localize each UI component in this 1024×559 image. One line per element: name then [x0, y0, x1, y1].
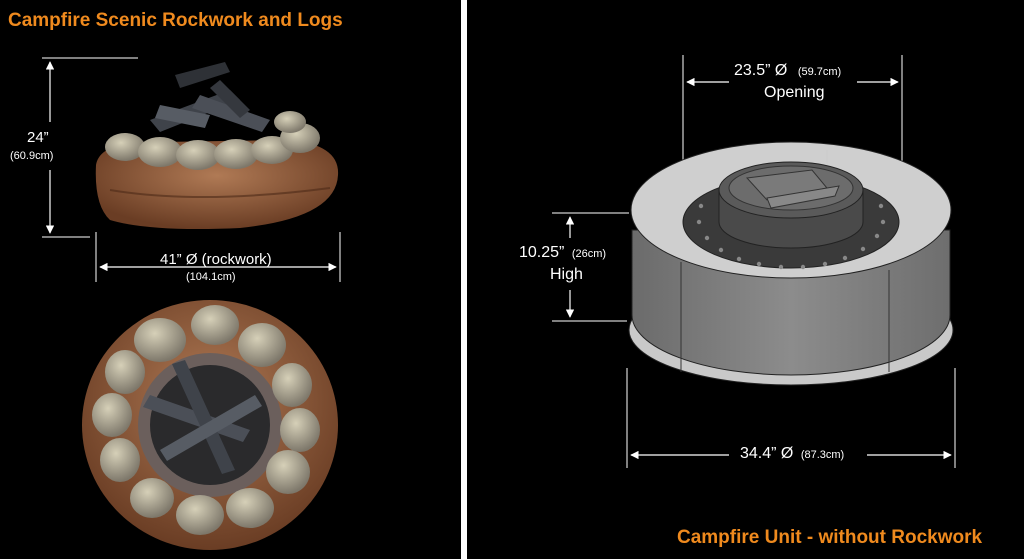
- left-height-dimension: [42, 57, 138, 238]
- left-width-metric: (104.1cm): [186, 271, 236, 283]
- left-height-metric: (60.9cm): [10, 150, 54, 162]
- unit-height-main: 10.25”: [519, 244, 565, 261]
- left-height-label: 24”: [27, 129, 49, 146]
- rockwork-side-view-image: [95, 62, 339, 229]
- rockwork-top-view-image: [82, 300, 338, 550]
- opening-main: 23.5” Ø: [734, 62, 788, 79]
- left-drawing: [42, 57, 341, 550]
- right-title: Campfire Unit - without Rockwork: [677, 527, 983, 548]
- left-title: Campfire Scenic Rockwork and Logs: [8, 10, 343, 31]
- left-width-label: 41” Ø (rockwork): [160, 251, 272, 268]
- unit-height-label: 10.25” (26cm): [519, 244, 606, 262]
- left-panel: Campfire Scenic Rockwork and Logs: [0, 0, 461, 559]
- unit-diameter-label: 34.4” Ø (87.3cm): [740, 445, 844, 463]
- unit-diameter-dimension: [626, 368, 956, 468]
- unit-height-dimension: [552, 212, 629, 322]
- panel-divider: [461, 0, 467, 559]
- unit-diameter-metric: (87.3cm): [800, 449, 845, 461]
- unit-diameter-main: 34.4” Ø: [740, 445, 794, 462]
- opening-label: Opening: [764, 84, 825, 101]
- unit-height-word: High: [550, 266, 583, 283]
- campfire-unit-image: [628, 141, 954, 386]
- unit-height-metric: (26cm): [571, 248, 607, 260]
- right-panel: 23.5” Ø (59.7cm) Opening 10.25” (26cm) H…: [467, 0, 1024, 559]
- opening-metric: (59.7cm): [797, 66, 842, 78]
- right-drawing: [552, 55, 956, 468]
- left-width-dimension: [95, 232, 341, 282]
- opening-dimension-label: 23.5” Ø (59.7cm): [734, 62, 841, 80]
